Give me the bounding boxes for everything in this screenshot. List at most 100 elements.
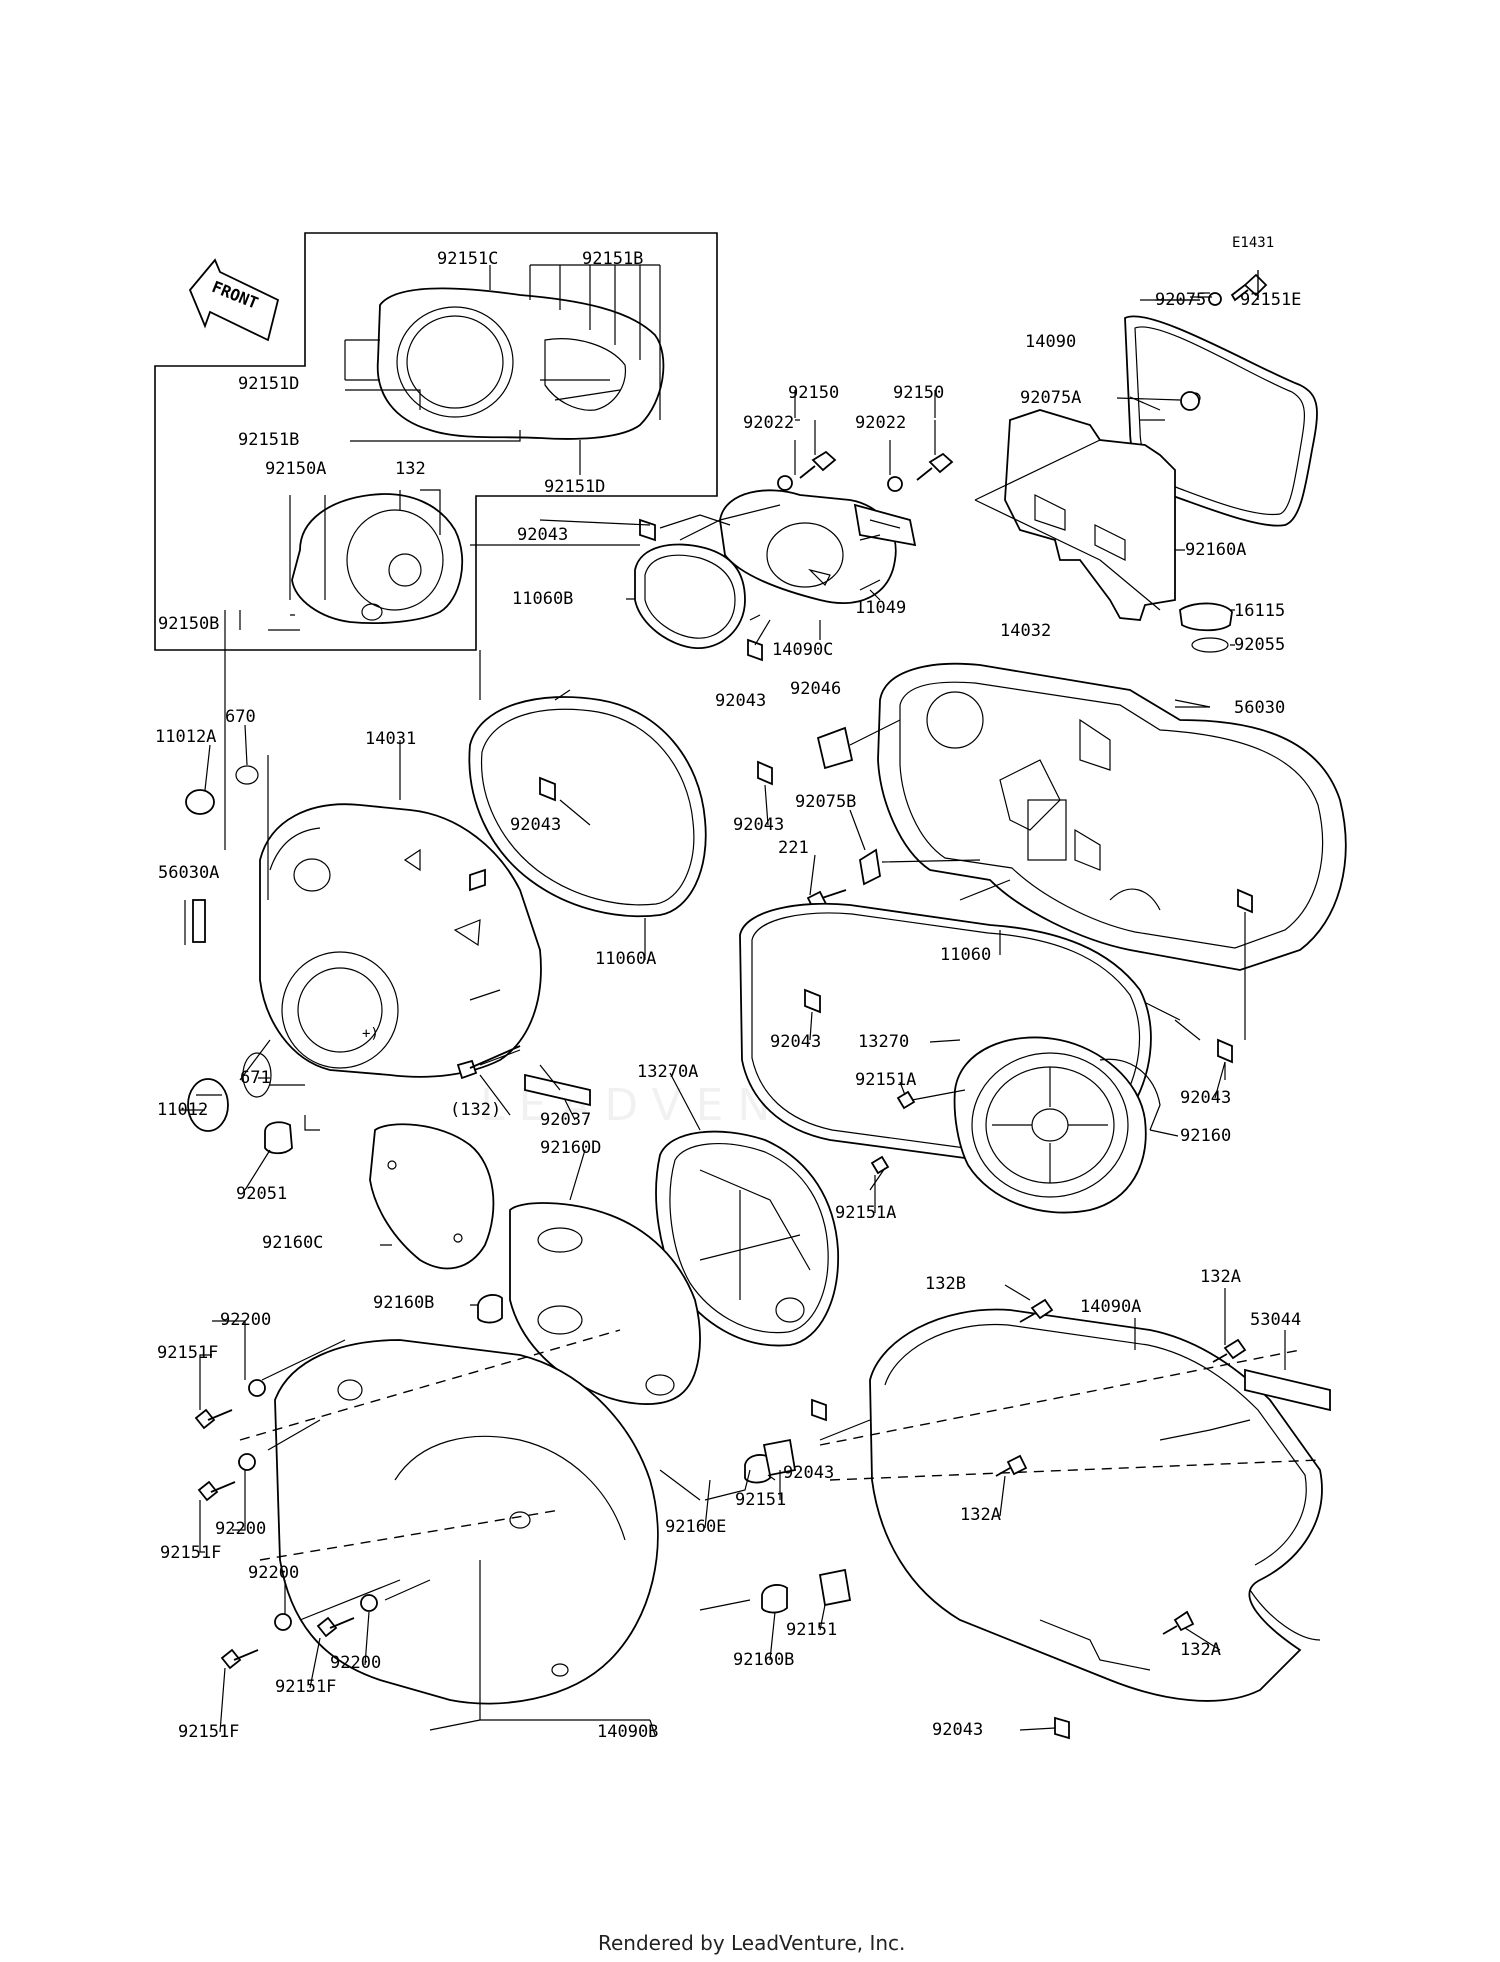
part-92043-dowel-g bbox=[539, 776, 556, 802]
label-92151E: 92151E bbox=[1240, 290, 1301, 310]
label-92046: 92046 bbox=[790, 679, 841, 699]
part-56030A-strip bbox=[192, 899, 206, 943]
label-92150B: 92150B bbox=[158, 614, 219, 634]
part-92043-dowel-h bbox=[757, 760, 773, 786]
part-13270-cover bbox=[953, 1036, 1161, 1214]
part-92150-bolt-b bbox=[916, 452, 954, 481]
part-92151F-bolt-a bbox=[194, 1408, 233, 1430]
label-92150-a: 92150 bbox=[788, 383, 839, 403]
part-92151F-bolt-b bbox=[197, 1480, 236, 1502]
part-92200-washer-a bbox=[248, 1379, 266, 1397]
label-11060A: 11060A bbox=[595, 949, 656, 969]
label-671: 671 bbox=[240, 1068, 271, 1088]
part-132A-bolt-mid bbox=[995, 1454, 1028, 1477]
label-92043-top: 92043 bbox=[517, 525, 568, 545]
part-92151A-bolt-b bbox=[870, 1155, 890, 1175]
front-arrow-icon: FRONT bbox=[188, 258, 280, 342]
part-132B-bolt bbox=[1019, 1298, 1054, 1323]
label-92151-b: 92151 bbox=[786, 1620, 837, 1640]
label-92150A: 92150A bbox=[265, 459, 326, 479]
part-92043-dowel-bottom bbox=[1054, 1716, 1070, 1740]
label-92160B-bot: 92160B bbox=[733, 1650, 794, 1670]
svg-text:+): +) bbox=[362, 1026, 379, 1042]
label-14090B: 14090B bbox=[597, 1722, 658, 1742]
part-92151F-bolt-c bbox=[316, 1616, 355, 1638]
part-56030-strip bbox=[1174, 699, 1211, 708]
label-92151A-b: 92151A bbox=[835, 1203, 896, 1223]
part-92160B-mount-bot bbox=[761, 1584, 788, 1614]
part-92022-washer-b bbox=[887, 476, 903, 492]
label-92151-a: 92151 bbox=[735, 1490, 786, 1510]
label-132-paren: (132) bbox=[450, 1100, 501, 1120]
part-11012A-cap bbox=[185, 789, 215, 815]
part-11012-cap bbox=[187, 1078, 229, 1132]
label-132A-top: 132A bbox=[1200, 1267, 1241, 1287]
inset-cover-bottom bbox=[291, 493, 464, 624]
part-92043-dowel-center bbox=[804, 988, 821, 1014]
label-92075B: 92075B bbox=[795, 792, 856, 812]
label-13270A: 13270A bbox=[637, 1062, 698, 1082]
label-92150-b: 92150 bbox=[893, 383, 944, 403]
label-132A-mid: 132A bbox=[960, 1505, 1001, 1525]
label-92151F-c: 92151F bbox=[275, 1677, 336, 1697]
part-92200-washer-d bbox=[360, 1594, 378, 1612]
label-92151F-a: 92151F bbox=[157, 1343, 218, 1363]
label-11060B: 11060B bbox=[512, 589, 573, 609]
part-92022-washer-a bbox=[777, 475, 793, 491]
label-13270: 13270 bbox=[858, 1032, 909, 1052]
label-92151D-bottom: 92151D bbox=[544, 477, 605, 497]
part-92151-spacer-a bbox=[762, 1438, 797, 1477]
label-16115: 16115 bbox=[1234, 601, 1285, 621]
part-92075-grommet bbox=[1208, 292, 1222, 306]
label-92151F-b: 92151F bbox=[160, 1543, 221, 1563]
label-14032: 14032 bbox=[1000, 621, 1051, 641]
label-92200-c: 92200 bbox=[248, 1563, 299, 1583]
part-92150-bolt-a bbox=[799, 450, 837, 479]
label-53044: 53044 bbox=[1250, 1310, 1301, 1330]
label-92043-f: 92043 bbox=[1180, 1088, 1231, 1108]
part-14090A-cover bbox=[869, 1308, 1323, 1702]
label-92075A: 92075A bbox=[1020, 388, 1081, 408]
inset-cover-top bbox=[376, 287, 665, 440]
label-92151B-left: 92151B bbox=[238, 430, 299, 450]
label-92200-b: 92200 bbox=[215, 1519, 266, 1539]
label-92043-d: 92043 bbox=[733, 815, 784, 835]
label-92160A: 92160A bbox=[1185, 540, 1246, 560]
part-92043-dowel-a bbox=[639, 518, 656, 542]
ref-code: E1431 bbox=[1232, 235, 1274, 251]
part-92075B-bracket bbox=[859, 848, 881, 886]
part-92075A-grommet bbox=[1180, 391, 1200, 411]
part-92037-clip bbox=[524, 1073, 591, 1107]
part-670-oring bbox=[235, 765, 259, 785]
label-132A-bot: 132A bbox=[1180, 1640, 1221, 1660]
label-92043-e: 92043 bbox=[770, 1032, 821, 1052]
part-92043-dowel-left bbox=[469, 868, 486, 892]
part-132A-bolt-top bbox=[1212, 1338, 1247, 1363]
label-92200-a: 92200 bbox=[220, 1310, 271, 1330]
label-92151F-d: 92151F bbox=[178, 1722, 239, 1742]
part-92160D-plate bbox=[509, 1202, 701, 1405]
label-14031: 14031 bbox=[365, 729, 416, 749]
label-14090C: 14090C bbox=[772, 640, 833, 660]
label-92022-b: 92022 bbox=[855, 413, 906, 433]
label-92043-b: 92043 bbox=[715, 691, 766, 711]
label-11049: 11049 bbox=[855, 598, 906, 618]
label-92075: 92075 bbox=[1155, 290, 1206, 310]
label-92043-h: 92043 bbox=[932, 1720, 983, 1740]
label-56030: 56030 bbox=[1234, 698, 1285, 718]
part-14090B-cover bbox=[274, 1339, 659, 1705]
label-92037: 92037 bbox=[540, 1110, 591, 1130]
part-132A-bolt-bot bbox=[1162, 1610, 1195, 1635]
part-16115-cap bbox=[1179, 602, 1233, 632]
part-92160C-plate bbox=[369, 1123, 495, 1270]
label-92055: 92055 bbox=[1234, 635, 1285, 655]
label-132B: 132B bbox=[925, 1274, 966, 1294]
label-56030A: 56030A bbox=[158, 863, 219, 883]
part-92200-washer-c bbox=[274, 1613, 292, 1631]
label-92160: 92160 bbox=[1180, 1126, 1231, 1146]
part-92043-dowel-b bbox=[747, 638, 763, 662]
label-92151B-top: 92151B bbox=[582, 249, 643, 269]
label-670: 670 bbox=[225, 707, 256, 727]
part-92046-bearing bbox=[816, 726, 854, 770]
